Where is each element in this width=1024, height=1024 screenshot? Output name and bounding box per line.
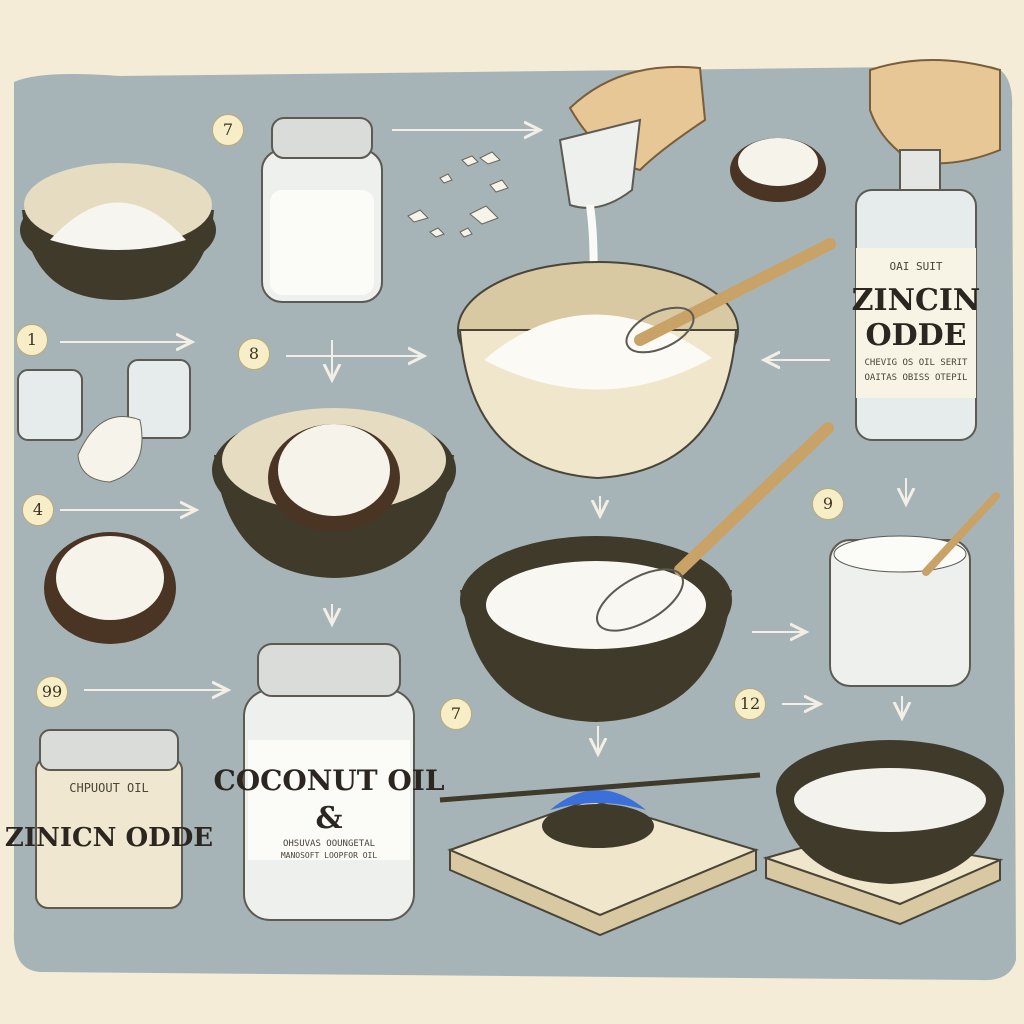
step-number: 7: [440, 698, 472, 730]
jar-title: COCONUT OIL: [213, 764, 444, 797]
step-number: 9: [812, 488, 844, 520]
bowl-with-powder: [20, 163, 216, 300]
small-glass-jars: [17, 359, 191, 483]
mixing-bowl-powder: [457, 238, 836, 480]
bottle-small-1: CHEVIG OS OIL SERIT: [865, 358, 969, 368]
small-jar-top-label: CHPUOUT OIL: [69, 781, 148, 795]
jar-ampersand: &: [315, 801, 342, 836]
jar-with-powder: [261, 117, 383, 303]
pouring-hand: [558, 65, 707, 301]
step-number: 99: [36, 676, 68, 708]
bottle-top-label: OAI SUIT: [890, 260, 943, 273]
small-jar-labelled: CHPUOUT OIL ZINICN ODDE: [5, 729, 213, 909]
dispenser-bottle: OAI SUIT ZINCIN ODDE CHEVIG OS OIL SERIT…: [852, 59, 1001, 441]
bottle-title-2: ODDE: [865, 318, 966, 353]
jar-small-1: OHSUVAS OOUNGETAL: [283, 839, 375, 849]
jar-small-2: MANOSOFT LOOPFOR OIL: [281, 851, 378, 860]
step-number: 7: [212, 114, 244, 146]
small-jar-title: ZINICN ODDE: [5, 823, 213, 853]
coconut-flakes: [407, 151, 509, 238]
bottle-small-2: OAITAS OBISS OTEPIL: [865, 373, 968, 383]
coconut-half-top: [730, 138, 826, 202]
jar-with-spoon: [829, 492, 1000, 687]
bowl-with-coconut: [212, 408, 456, 578]
coconut-half-left: [44, 532, 176, 644]
whisking-bowl-cream: [460, 422, 834, 722]
step-number: 8: [238, 338, 270, 370]
pan-on-stove: [762, 740, 1004, 926]
step-number: 12: [734, 688, 766, 720]
step-number: 1: [16, 324, 48, 356]
coconut-oil-jar: COCONUT OIL & OHSUVAS OOUNGETAL MANOSOFT…: [213, 643, 445, 921]
step-number: 4: [22, 494, 54, 526]
gas-stove: [439, 772, 761, 937]
bottle-title-1: ZINCIN: [852, 283, 981, 318]
